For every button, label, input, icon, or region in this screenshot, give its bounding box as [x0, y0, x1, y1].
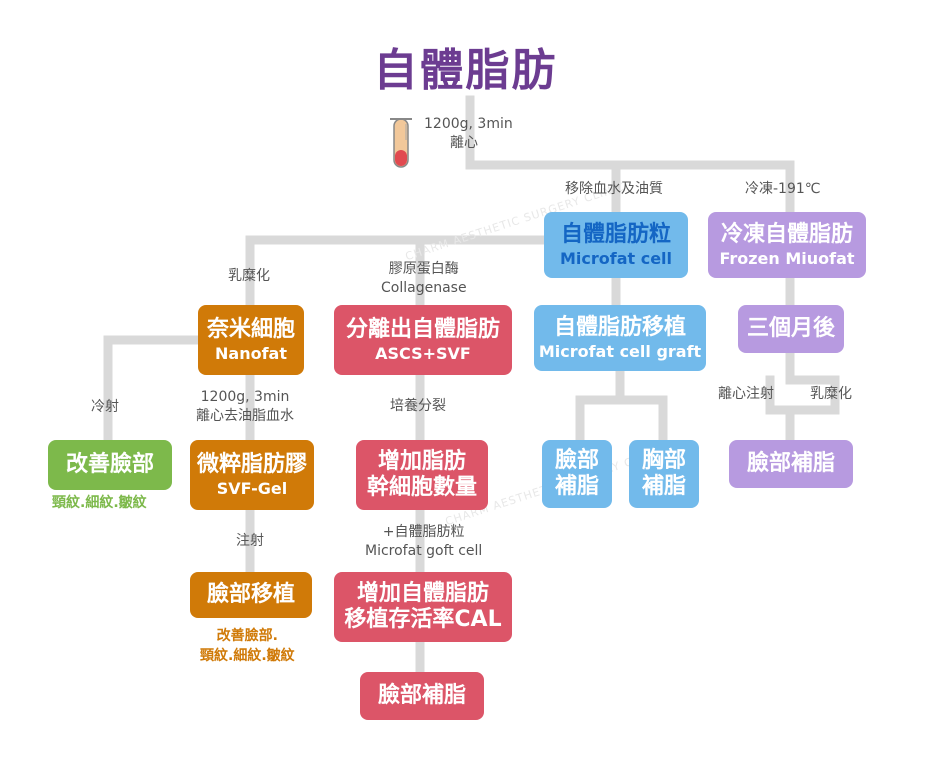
- culture-label: 培養分裂: [390, 398, 446, 414]
- survival-box: 增加自體脂肪移植存活率CAL: [334, 572, 512, 642]
- centrifuge-inject-label: 離心注射: [718, 386, 774, 402]
- emulsify-label: 乳糜化: [228, 268, 270, 284]
- emulsify2-label: 乳糜化: [810, 386, 852, 402]
- page-title: 自體脂肪: [373, 45, 558, 96]
- face-transplant-box: 臉部移植: [190, 572, 312, 618]
- remove-label: 移除血水及油質: [565, 181, 663, 197]
- orange-note: 改善臉部.頸紋.細紋.皺紋: [200, 628, 295, 664]
- improve-face-box: 改善臉部: [48, 440, 172, 490]
- chest-box: 胸部補脂: [629, 440, 699, 508]
- three-months-box: 三個月後: [738, 305, 844, 353]
- stem-cells-box: 增加脂肪幹細胞數量: [356, 440, 488, 510]
- test-tube-icon: [390, 118, 412, 168]
- cold-inject-label: 冷射: [91, 399, 119, 415]
- face-cheek-box: 臉部補脂: [542, 440, 612, 508]
- inject-label: 注射: [236, 533, 264, 549]
- green-note: 頸紋.細紋.皺紋: [52, 495, 147, 511]
- face-fill-red-box: 臉部補脂: [360, 672, 484, 720]
- face-fill-purple-box: 臉部補脂: [729, 440, 853, 488]
- freeze-label: 冷凍-191℃: [745, 181, 821, 197]
